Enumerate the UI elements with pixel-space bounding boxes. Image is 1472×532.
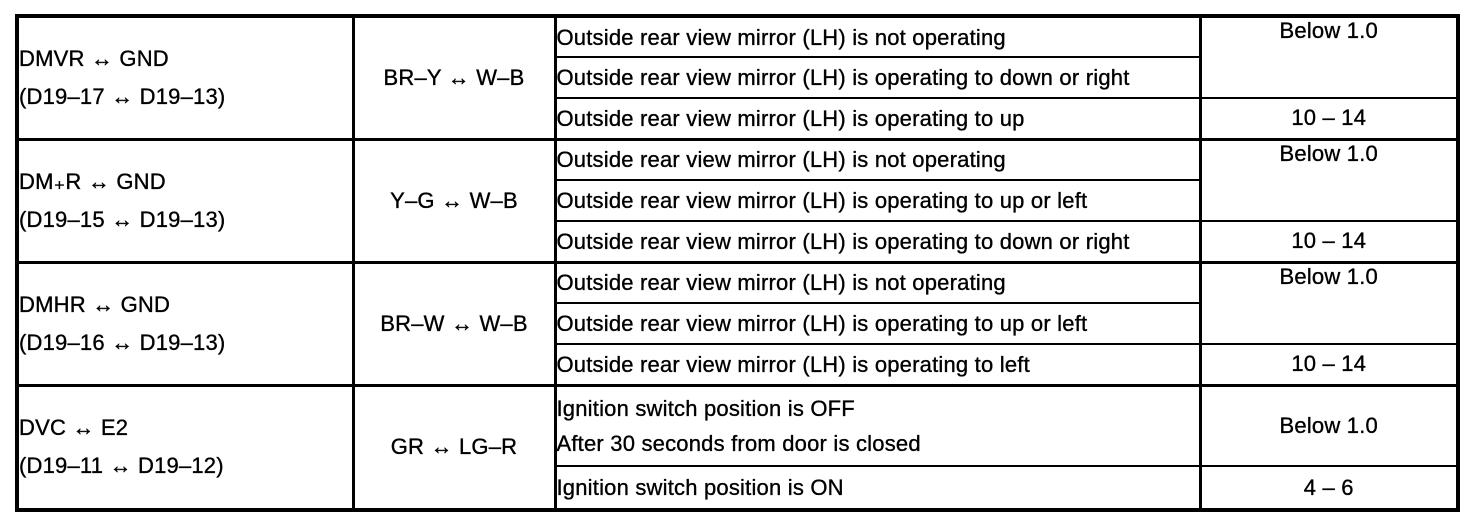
table-row: Outside rear view mirror (LH) is operati…: [17, 56, 1458, 99]
condition-cell: Outside rear view mirror (LH) is operati…: [553, 56, 1202, 99]
condition-text: After 30 seconds from door is closed: [556, 430, 921, 456]
terminal-cell: DM₊R ↔ GND (D19–15 ↔ D19–13): [15, 138, 355, 263]
terminal-label: DMHR ↔ GND: [19, 291, 171, 317]
condition-cell: Outside rear view mirror (LH) is operati…: [553, 179, 1202, 222]
condition-cell: Outside rear view mirror (LH) is operati…: [553, 302, 1202, 345]
wire-color-cell: BR–W ↔ W–B: [351, 261, 557, 386]
condition-text: Outside rear view mirror (LH) is operati…: [556, 105, 1025, 131]
condition-text: Outside rear view mirror (LH) is not ope…: [556, 147, 1006, 173]
table-row: Outside rear view mirror (LH) is operati…: [17, 302, 1458, 345]
condition-cell: Outside rear view mirror (LH) is not ope…: [553, 138, 1202, 181]
table-row: DVC ↔ E2 (D19–11 ↔ D19–12) GR ↔ LG–R Ign…: [15, 384, 1460, 511]
table-row: DM₊R ↔ GND (D19–15 ↔ D19–13) Y–G ↔ W–B O…: [15, 138, 1460, 263]
row-group-dmhr: DMHR ↔ GND (D19–16 ↔ D19–13) BR–W ↔ W–B …: [15, 261, 1460, 386]
condition-text: Outside rear view mirror (LH) is operati…: [556, 311, 1088, 336]
terminal-voltage-table: DMVR ↔ GND (D19–17 ↔ D19–13) BR–Y ↔ W–B …: [15, 14, 1460, 512]
terminal-pins: (D19–11 ↔ D19–12): [19, 453, 224, 479]
terminal-label: DM₊R ↔ GND: [19, 168, 166, 194]
terminal-cell: DVC ↔ E2 (D19–11 ↔ D19–12): [15, 384, 355, 511]
condition-text: Outside rear view mirror (LH) is operati…: [556, 65, 1130, 90]
terminal-pins: (D19–16 ↔ D19–13): [19, 329, 226, 355]
table-row: Outside rear view mirror (LH) is operati…: [17, 343, 1460, 386]
voltage-value-cell: 10 – 14: [1198, 220, 1460, 263]
condition-text: Outside rear view mirror (LH) is operati…: [556, 351, 1030, 377]
condition-cell: Outside rear view mirror (LH) is not ope…: [553, 261, 1202, 304]
terminal-pins: (D19–15 ↔ D19–13): [19, 206, 226, 232]
table-row: Outside rear view mirror (LH) is operati…: [17, 220, 1460, 263]
condition-text: Ignition switch position is ON: [556, 475, 844, 500]
wire-color-cell: Y–G ↔ W–B: [351, 138, 557, 263]
condition-text: Outside rear view mirror (LH) is not ope…: [556, 24, 1006, 50]
terminal-pins: (D19–17 ↔ D19–13): [19, 83, 226, 109]
voltage-value-cell: 10 – 14: [1198, 97, 1460, 140]
terminal-cell: DMHR ↔ GND (D19–16 ↔ D19–13): [15, 261, 355, 386]
condition-text: Outside rear view mirror (LH) is not ope…: [556, 270, 1006, 296]
voltage-value-cell: Below 1.0: [1198, 261, 1460, 345]
voltage-value-cell: 10 – 14: [1198, 343, 1460, 386]
condition-cell: Outside rear view mirror (LH) is operati…: [553, 97, 1202, 140]
condition-cell: Outside rear view mirror (LH) is operati…: [553, 343, 1202, 386]
voltage-value-cell: 4 – 6: [1198, 465, 1460, 511]
table-row: Ignition switch position is ON 4 – 6: [17, 465, 1460, 511]
wire-color-cell: BR–Y ↔ W–B: [351, 15, 557, 140]
terminal-cell: DMVR ↔ GND (D19–17 ↔ D19–13): [15, 15, 355, 140]
voltage-value-cell: Below 1.0: [1198, 15, 1460, 99]
table-row: Outside rear view mirror (LH) is operati…: [17, 97, 1460, 140]
row-group-dmvr: DMVR ↔ GND (D19–17 ↔ D19–13) BR–Y ↔ W–B …: [15, 15, 1460, 140]
row-group-dvc: DVC ↔ E2 (D19–11 ↔ D19–12) GR ↔ LG–R Ign…: [15, 384, 1460, 511]
condition-text: Ignition switch position is OFF: [556, 395, 855, 421]
condition-text: Outside rear view mirror (LH) is operati…: [556, 188, 1088, 213]
condition-cell: Outside rear view mirror (LH) is operati…: [553, 220, 1202, 263]
condition-text: Outside rear view mirror (LH) is operati…: [556, 228, 1130, 254]
condition-cell: Ignition switch position is ON: [553, 465, 1202, 511]
table-row: Outside rear view mirror (LH) is operati…: [17, 179, 1458, 222]
table-row: DMVR ↔ GND (D19–17 ↔ D19–13) BR–Y ↔ W–B …: [15, 15, 1460, 140]
condition-cell: Outside rear view mirror (LH) is not ope…: [553, 15, 1202, 58]
table-row: DMHR ↔ GND (D19–16 ↔ D19–13) BR–W ↔ W–B …: [15, 261, 1460, 386]
row-group-dm-plus-r: DM₊R ↔ GND (D19–15 ↔ D19–13) Y–G ↔ W–B O…: [15, 138, 1460, 263]
voltage-value-cell: Below 1.0: [1198, 384, 1460, 467]
terminal-label: DMVR ↔ GND: [19, 45, 169, 71]
voltage-value-cell: Below 1.0: [1198, 138, 1460, 222]
condition-cell: Ignition switch position is OFF After 30…: [553, 384, 1202, 467]
wire-color-cell: GR ↔ LG–R: [351, 384, 557, 511]
terminal-label: DVC ↔ E2: [19, 415, 129, 441]
